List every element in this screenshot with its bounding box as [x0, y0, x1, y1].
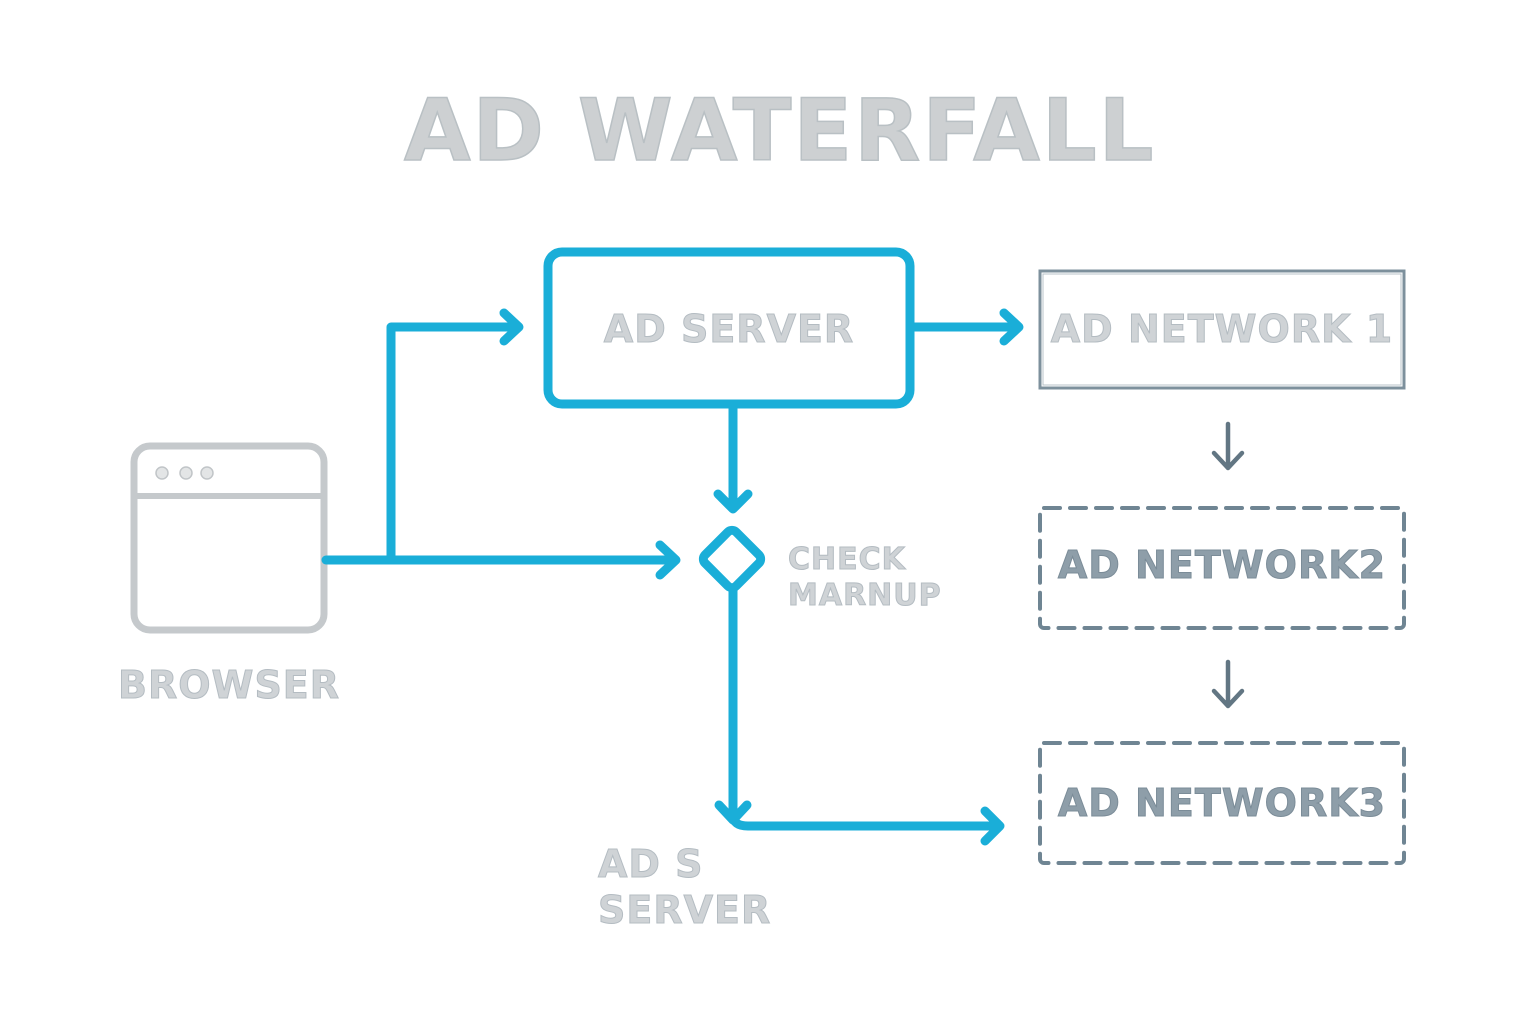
edge-check-to-network3 — [728, 579, 1001, 831]
ad-network-1-box[interactable] — [1038, 269, 1406, 390]
arrowhead-icon — [655, 540, 681, 580]
arrowhead-icon — [714, 800, 752, 825]
arrowhead-icon — [713, 489, 753, 514]
ad-network-3-label: AD NETWORK3 — [1057, 781, 1387, 825]
down-arrow-icon — [1211, 659, 1245, 709]
browser-window-icon[interactable] — [130, 442, 328, 634]
ad-network-2-label: AD NETWORK2 — [1057, 543, 1387, 587]
check-markup-label: CHECK MARNUP — [788, 542, 942, 614]
down-arrow-icon — [1211, 421, 1245, 471]
ad-server-box[interactable] — [543, 247, 915, 409]
window-dot-icon — [155, 466, 169, 480]
ad-network-3-box[interactable] — [1038, 741, 1406, 865]
arrowhead-icon — [499, 308, 524, 346]
window-dot-icon — [179, 466, 193, 480]
arrowhead-icon — [999, 308, 1024, 346]
edge-browser-to-adserver — [386, 322, 521, 565]
browser-label: BROWSER — [117, 663, 341, 707]
page-title: AD WATERFALL — [403, 81, 1156, 181]
ad-network-2-box[interactable] — [1038, 506, 1406, 630]
arrowhead-icon — [980, 806, 1005, 846]
ad-network-1-label: AD NETWORK 1 — [1050, 307, 1394, 351]
ad-server-label: AD SERVER — [603, 307, 855, 351]
window-dot-icon — [200, 466, 214, 480]
decision-diamond-icon[interactable] — [698, 525, 766, 593]
ads-server-label: AD S SERVER — [597, 841, 772, 932]
